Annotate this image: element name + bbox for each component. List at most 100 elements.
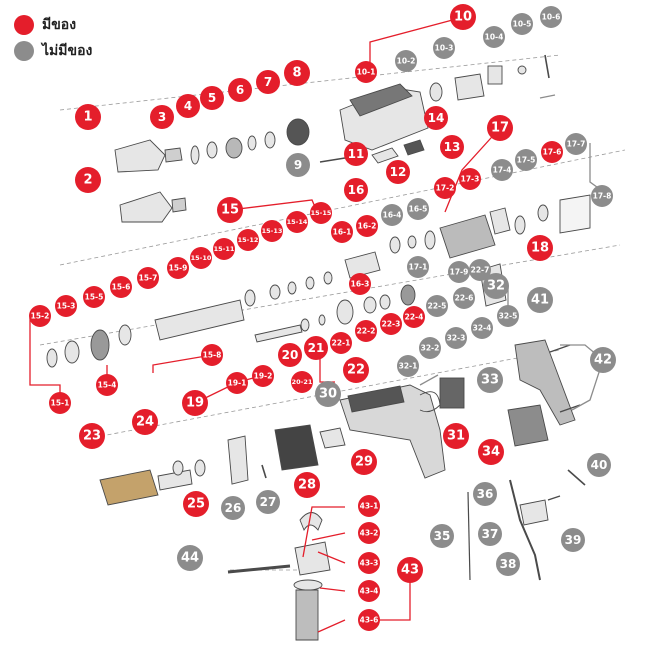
part-number-label: 17-4 — [493, 166, 512, 175]
part-number-label: 10-6 — [542, 13, 561, 22]
part-badge-15-3: 15-3 — [55, 295, 77, 317]
part-badge-15-11: 15-11 — [213, 238, 235, 260]
pin-9-drawing — [319, 157, 346, 163]
part-badge-circle — [407, 198, 429, 220]
part-badge-circle — [294, 472, 320, 498]
part-badge-11: 11 — [344, 142, 368, 166]
part-number-label: 15-1 — [51, 399, 70, 408]
part-badge-15-1: 15-1 — [49, 392, 71, 414]
part-number-label: 7 — [264, 75, 272, 89]
part-number-label: 19 — [186, 396, 204, 411]
part-number-label: 32-4 — [473, 324, 492, 333]
leader-lines — [29, 17, 609, 633]
part-badge-circle — [256, 70, 280, 94]
part-number-label: 28 — [298, 478, 316, 493]
part-number-label: 15-13 — [262, 227, 283, 235]
part-number-label: 16-1 — [333, 228, 352, 237]
part-badge-34: 34 — [478, 439, 504, 465]
legend-out-of-stock: ไม่มีของ — [14, 38, 92, 64]
part-badge-circle — [561, 528, 585, 552]
part-number-label: 3 — [158, 110, 166, 124]
washer-6-drawing — [247, 135, 257, 151]
part-badge-circle — [443, 423, 469, 449]
part-number-label: 36 — [477, 487, 494, 501]
part-badge-17-8: 17-8 — [591, 185, 613, 207]
part-badge-13: 13 — [440, 135, 464, 159]
part-badge-circle — [511, 13, 533, 35]
part-badge-15-7: 15-7 — [137, 267, 159, 289]
part-number-label: 6 — [236, 83, 244, 97]
part-badge-circle — [315, 381, 341, 407]
part-badge-12: 12 — [386, 160, 410, 184]
part-badge-15-15: 15-15 — [310, 202, 332, 224]
part-badge-circle — [386, 160, 410, 184]
part-badge-circle — [356, 215, 378, 237]
axis-line-lower — [79, 349, 561, 441]
shaft-10-3-drawing — [454, 73, 485, 101]
part-badge-19: 19 — [182, 390, 208, 416]
part-badge-15-6: 15-6 — [110, 276, 132, 298]
part-badge-25: 25 — [183, 491, 209, 517]
part-badge-circle — [478, 522, 502, 546]
ring-15-10-drawing — [244, 289, 256, 307]
part-number-label: 12 — [390, 165, 407, 179]
ring-15-3-drawing — [64, 340, 80, 364]
part-badge-circle — [75, 104, 101, 130]
part-number-label: 15 — [221, 203, 239, 218]
part-badge-circle — [527, 235, 553, 261]
part-badge-17: 17 — [487, 115, 513, 141]
axis-line-middle — [39, 244, 621, 346]
cylinder-16-drawing — [344, 251, 381, 279]
part-badge-circle — [450, 4, 476, 30]
part-number-label: 22-5 — [428, 302, 447, 311]
plate-17-7-drawing — [559, 194, 591, 234]
part-badge-circle — [349, 273, 371, 295]
bearing-24-drawing — [172, 460, 184, 476]
part-badge-16-4: 16-4 — [381, 204, 403, 226]
part-badge-39: 39 — [561, 528, 585, 552]
part-badges: 1234567891010-110-210-310-410-510-611121… — [29, 4, 616, 631]
part-number-label: 32 — [487, 279, 505, 294]
part-badge-15: 15 — [217, 197, 243, 223]
gear-10-4-drawing — [487, 65, 503, 85]
part-badge-circle — [355, 320, 377, 342]
lever-11-drawing — [371, 147, 399, 164]
part-badge-10-1: 10-1 — [355, 61, 377, 83]
part-badge-15-4: 15-4 — [96, 374, 118, 396]
part-badge-circle — [83, 286, 105, 308]
part-number-label: 17-3 — [461, 175, 480, 184]
part-badge-circle — [284, 60, 310, 86]
ring-15-12-drawing — [269, 284, 281, 300]
part-badge-32-3: 32-3 — [445, 327, 467, 349]
part-badge-circle — [286, 153, 310, 177]
part-badge-circle — [213, 238, 235, 260]
part-badge-circle — [483, 273, 509, 299]
part-badge-circle — [424, 106, 448, 130]
sleeve-37-drawing — [519, 499, 549, 526]
nut-10-5-drawing — [517, 65, 527, 75]
part-badge-33: 33 — [477, 367, 503, 393]
ring-21-drawing — [318, 314, 326, 326]
part-badge-36: 36 — [473, 482, 497, 506]
part-badge-42: 42 — [590, 347, 616, 373]
part-number-label: 17-5 — [517, 156, 536, 165]
part-badge-22-6: 22-6 — [453, 287, 475, 309]
part-badge-circle — [221, 496, 245, 520]
part-badge-circle — [310, 202, 332, 224]
part-badge-circle — [358, 609, 380, 631]
part-number-label: 5 — [208, 91, 216, 105]
part-number-label: 13 — [444, 140, 461, 154]
sleeve-17-4-drawing — [489, 207, 511, 235]
part-badge-circle — [176, 94, 200, 118]
part-number-label: 44 — [181, 551, 199, 566]
part-badge-15-8: 15-8 — [201, 344, 223, 366]
bearing-15-6-drawing — [118, 324, 132, 346]
part-number-label: 43-6 — [360, 616, 379, 625]
part-badge-22-5: 22-5 — [426, 295, 448, 317]
part-badge-circle — [55, 295, 77, 317]
part-badge-circle — [587, 453, 611, 477]
part-badge-20: 20 — [278, 343, 302, 367]
part-badge-15-2: 15-2 — [29, 305, 51, 327]
part-number-label: 43 — [401, 563, 419, 578]
out-of-stock-label: ไม่มีของ — [42, 43, 93, 59]
